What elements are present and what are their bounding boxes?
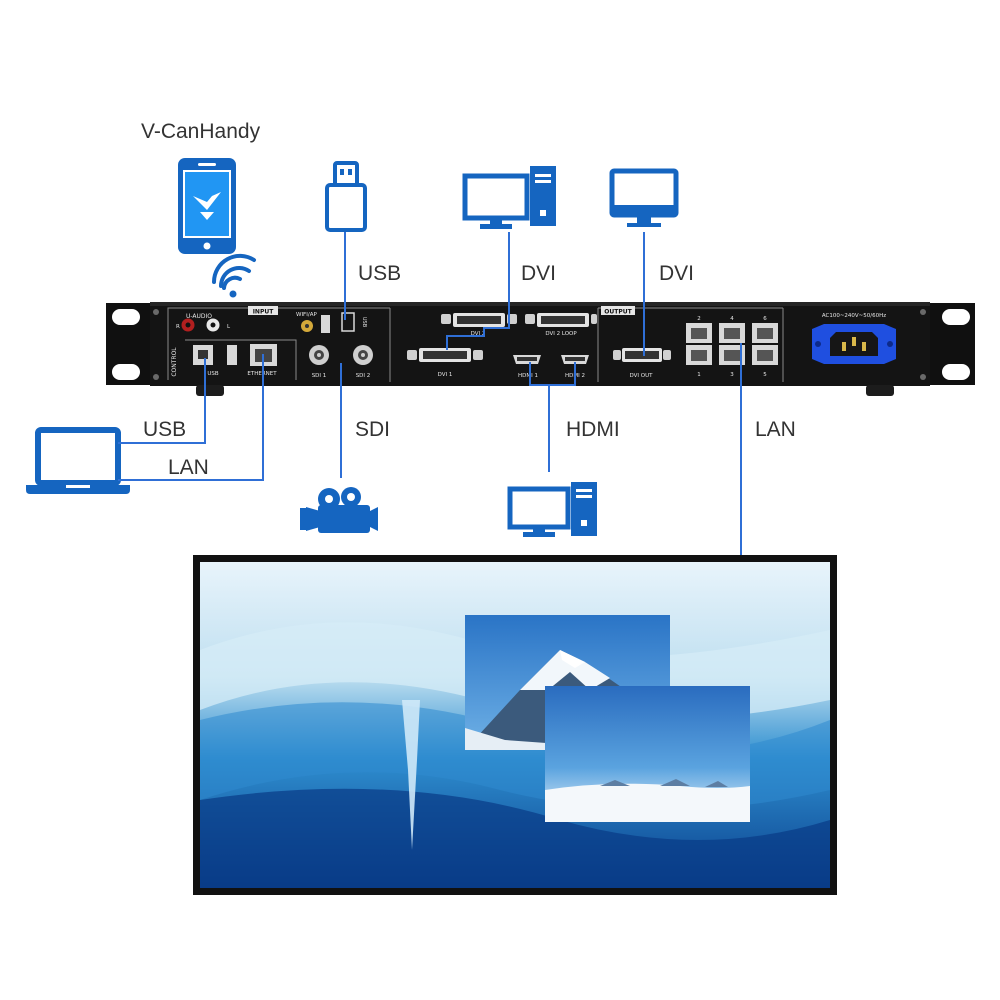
line-hdmi-2 — [549, 362, 576, 386]
panel-output-label: OUTPUT — [604, 309, 632, 316]
panel-dvi2-label: DVI 2 — [471, 331, 486, 337]
panel-u-audio-label: U-AUDIO — [186, 313, 212, 320]
panel-usb-control-label: USB — [207, 371, 219, 377]
lan-output-ports[interactable] — [686, 323, 778, 365]
hdmi1-port[interactable] — [513, 355, 541, 364]
phone-app-icon — [178, 158, 236, 254]
desktop-monitor-icon — [462, 173, 530, 229]
label-sdi: SDI — [355, 418, 391, 441]
panel-sdi1-label: SDI 1 — [312, 373, 327, 379]
app-label: V-CanHandy — [141, 120, 261, 143]
dvi2-loop-port[interactable] — [525, 313, 597, 327]
lan-port-number: 1 — [697, 372, 701, 378]
video-camera-icon — [300, 487, 378, 533]
computer-tower-icon — [530, 166, 556, 226]
hdmi2-port[interactable] — [561, 355, 589, 364]
line-dvi-input — [446, 232, 510, 350]
label-hdmi: HDMI — [566, 418, 620, 441]
snowfield-photo-inset — [545, 686, 750, 822]
dvi2-port[interactable] — [441, 313, 517, 327]
line-hdmi-1 — [529, 362, 550, 472]
panel-hdmi1-label: HDMI 1 — [518, 373, 538, 379]
lan-port-number: 6 — [763, 316, 767, 322]
control-usb-a-port[interactable] — [227, 345, 237, 365]
connection-lines — [118, 232, 742, 555]
label-usb-control: USB — [143, 418, 187, 441]
panel-dvi2-loop-label: DVI 2 LOOP — [545, 331, 577, 337]
sdi2-port[interactable] — [353, 345, 373, 365]
usb-port-a[interactable] — [321, 315, 330, 333]
line-lan-control — [118, 354, 264, 481]
panel-sdi2-label: SDI 2 — [356, 373, 371, 379]
control-usb-port[interactable] — [193, 345, 213, 365]
panel-audio-l-label: L — [227, 324, 231, 330]
computer-tower-icon — [571, 482, 597, 536]
power-socket[interactable] — [812, 324, 896, 364]
audio-l-jack[interactable] — [206, 318, 220, 332]
dvi-out-port[interactable] — [613, 348, 671, 362]
line-usb-control — [118, 358, 206, 444]
panel-dvi-out-label: DVI OUT — [630, 373, 654, 379]
panel-audio-r-label: R — [176, 324, 180, 330]
lan-port-number: 3 — [730, 372, 734, 378]
laptop-icon — [26, 427, 130, 494]
label-dvi-output: DVI — [659, 262, 695, 285]
wifi-icon — [211, 253, 256, 298]
label-dvi-input: DVI — [521, 262, 557, 285]
audio-r-jack[interactable] — [181, 318, 195, 332]
sdi1-port[interactable] — [309, 345, 329, 365]
lan-port-number: 2 — [697, 316, 701, 322]
panel-dvi1-label: DVI 1 — [438, 372, 453, 378]
label-lan-output: LAN — [755, 418, 796, 441]
panel-input-label: INPUT — [253, 309, 275, 316]
lan-port-number: 5 — [763, 372, 767, 378]
dvi1-port[interactable] — [407, 348, 483, 362]
lan-port-number: 4 — [730, 316, 734, 322]
panel-control-label: CONTROL — [171, 347, 178, 377]
panel-usb-port-label: USB — [361, 317, 367, 328]
led-display-screen — [193, 555, 837, 895]
desktop-monitor-icon — [507, 486, 571, 537]
label-lan-control: LAN — [168, 456, 209, 479]
desktop-monitor-icon — [609, 168, 679, 227]
usb-port-b[interactable] — [341, 312, 355, 332]
wifi-antenna-port[interactable] — [301, 320, 313, 332]
panel-wifi-ap-label: WIFI/AP — [296, 312, 317, 318]
label-usb-input: USB — [358, 262, 402, 285]
panel-power-label: AC100~240V~50/60Hz — [822, 313, 886, 319]
usb-stick-icon — [325, 161, 367, 232]
